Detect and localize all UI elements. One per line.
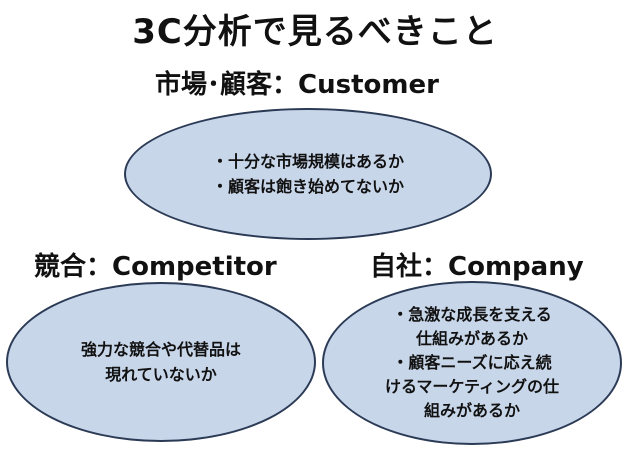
company-line: 仕組みがあるか xyxy=(415,329,528,348)
company-line: 組みがあるか xyxy=(423,401,520,420)
company-heading: 自社：Company xyxy=(370,252,584,282)
competitor-text: 強力な競合や代替品は 現れていないか xyxy=(81,337,241,387)
customer-heading: 市場･顧客：Customer xyxy=(155,70,439,100)
customer-ellipse: ・十分な市場規模はあるか ・顧客は飽き始めてないか xyxy=(124,108,492,240)
customer-text: ・十分な市場規模はあるか ・顧客は飽き始めてないか xyxy=(212,149,404,199)
competitor-heading: 競合：Competitor xyxy=(34,252,277,282)
company-ellipse: ・急激な成長を支える 仕組みがあるか ・顧客ニーズに応え続 けるマーケティングの… xyxy=(322,281,622,445)
competitor-line: 強力な競合や代替品は xyxy=(80,340,241,359)
company-line: ・急激な成長を支える xyxy=(392,305,552,324)
diagram-title: 3C分析で見るべきこと xyxy=(132,12,498,52)
company-line: ・顧客ニーズに応え続 xyxy=(392,353,552,372)
company-text: ・急激な成長を支える 仕組みがあるか ・顧客ニーズに応え続 けるマーケティングの… xyxy=(385,303,559,423)
customer-line: ・十分な市場規模はあるか xyxy=(211,152,404,171)
competitor-line: 現れていないか xyxy=(105,365,217,384)
competitor-ellipse: 強力な競合や代替品は 現れていないか xyxy=(6,282,316,442)
customer-line: ・顧客は飽き始めてないか xyxy=(211,177,404,196)
company-line: けるマーケティングの仕 xyxy=(384,377,560,396)
